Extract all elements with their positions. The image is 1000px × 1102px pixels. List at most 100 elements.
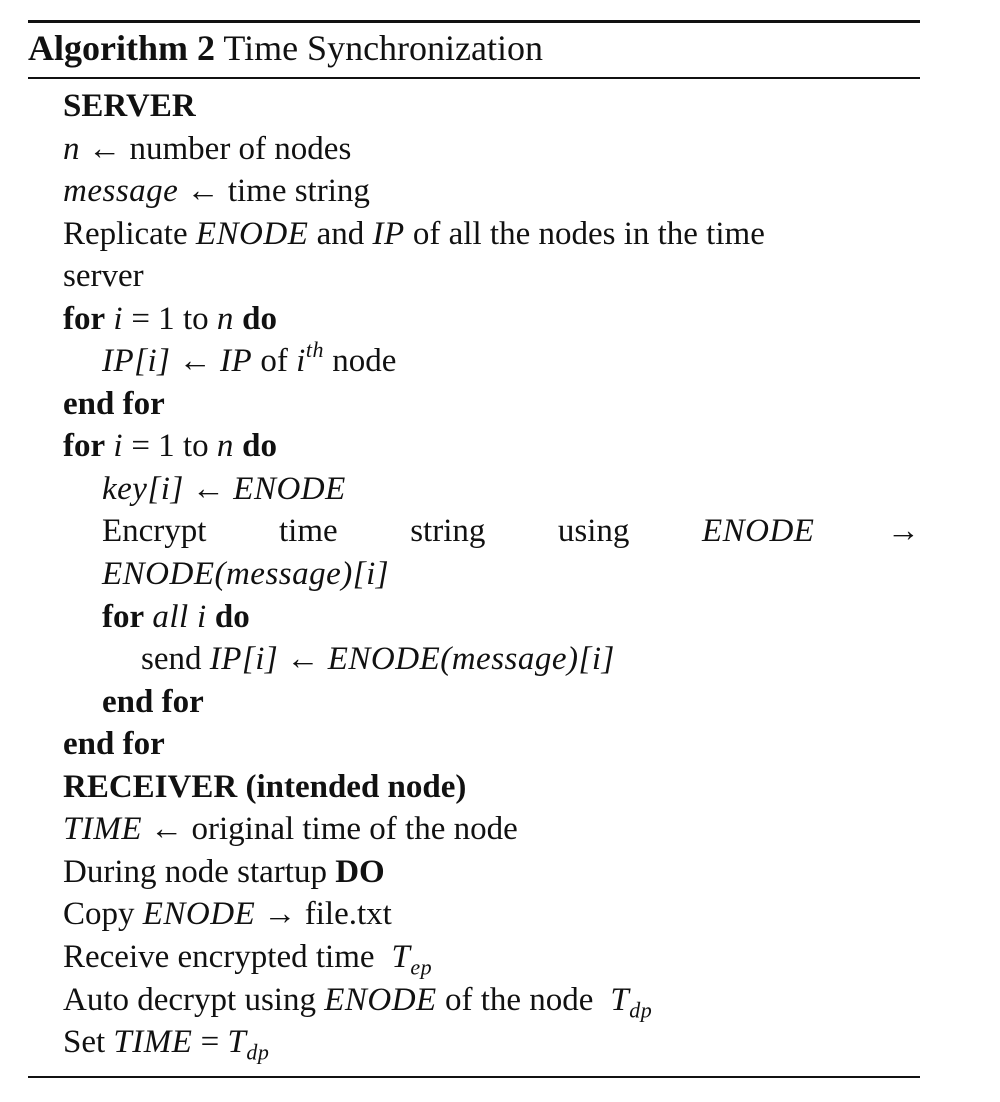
- line-key-assign: key[i] ← ENODE: [102, 468, 346, 510]
- assign-arrow: ←: [178, 343, 212, 379]
- line-for-1: for i = 1 to n do: [63, 298, 277, 340]
- bottom-rule: [28, 1076, 920, 1078]
- text-to: to: [182, 301, 209, 337]
- var-enode: ENODE: [233, 471, 346, 507]
- var-time: TIME: [113, 1024, 193, 1060]
- var-t-ep: Tep: [383, 939, 432, 978]
- word-string: string: [410, 513, 486, 549]
- text-of: of: [260, 343, 288, 379]
- text-send: send: [141, 641, 202, 677]
- var-message: message: [63, 173, 179, 209]
- assign-arrow: ←: [88, 131, 122, 167]
- text-to: to: [182, 428, 209, 464]
- algorithm-label: Algorithm 2: [28, 28, 215, 68]
- text-file: file.txt: [304, 896, 392, 932]
- line-copy: Copy ENODE → file.txt: [63, 893, 392, 935]
- text-eq-one: = 1: [131, 428, 175, 464]
- right-arrow: →: [886, 513, 920, 549]
- line-auto-decrypt: Auto decrypt using ENODE of the node Tdp: [63, 979, 652, 1021]
- text-time-string: time string: [227, 173, 370, 209]
- kw-for: for: [63, 428, 106, 464]
- text-copy: Copy: [63, 896, 135, 932]
- var-i-th: ith: [296, 339, 324, 380]
- receiver-heading: RECEIVER (intended node): [63, 769, 467, 805]
- var-ip-i: IP[i]: [209, 641, 279, 677]
- text-of-the-node: of the node: [444, 982, 594, 1018]
- line-time-assign: TIME ← original time of the node: [63, 808, 518, 850]
- caption-rule: [28, 77, 920, 79]
- var-t: T: [610, 982, 630, 1018]
- kw-do: do: [242, 428, 277, 464]
- algorithm-title: Time Synchronization: [223, 28, 544, 68]
- var-all: all: [152, 599, 189, 635]
- var-t: T: [391, 939, 411, 975]
- text-receive: Receive encrypted time: [63, 939, 375, 975]
- var-ip: IP: [372, 216, 405, 252]
- sub-dp: dp: [246, 1039, 270, 1065]
- var-i: i: [113, 428, 124, 464]
- line-send: send IP[i] ← ENODE(message)[i]: [141, 638, 615, 680]
- line-message-assign: message ← time string: [63, 170, 370, 212]
- var-t-dp: Tdp: [602, 982, 653, 1021]
- var-enode: ENODE: [142, 896, 256, 932]
- text-and: and: [316, 216, 365, 252]
- line-replicate: Replicate ENODE and IP of all the nodes …: [63, 213, 765, 255]
- line-for-all: for all i do: [102, 596, 250, 638]
- sup-th: th: [305, 337, 324, 362]
- assign-arrow: ←: [150, 811, 184, 847]
- line-encrypt-cont: ENODE(message)[i]: [102, 556, 390, 592]
- text-eq: =: [200, 1024, 220, 1060]
- top-rule: [28, 20, 920, 23]
- text-replicate-rest: of all the nodes in the time: [412, 216, 765, 252]
- kw-do: do: [214, 599, 250, 635]
- var-key-i: key[i]: [102, 471, 184, 507]
- word-encrypt: Encrypt: [102, 513, 207, 549]
- line-n-assign: n ← number of nodes: [63, 128, 351, 170]
- word-using: using: [557, 513, 630, 549]
- var-enode-message-i: ENODE(message)[i]: [327, 641, 615, 677]
- kw-for: for: [102, 599, 145, 635]
- var-time: TIME: [63, 811, 142, 847]
- text-auto-decrypt: Auto decrypt using: [63, 982, 316, 1018]
- var-n: n: [63, 131, 80, 167]
- text-original-time: original time of the node: [191, 811, 518, 847]
- line-end-for-2: end for: [63, 726, 165, 762]
- var-i: i: [113, 301, 124, 337]
- text-set: Set: [63, 1024, 106, 1060]
- assign-arrow: ←: [286, 641, 320, 677]
- line-receive: Receive encrypted time Tep: [63, 936, 432, 978]
- var-n: n: [216, 301, 234, 337]
- line-encrypt: Encrypt time string using ENODE →: [102, 510, 920, 552]
- var-i: i: [296, 343, 306, 379]
- line-set-time: Set TIME = Tdp: [63, 1021, 269, 1063]
- line-ip-assign: IP[i] ← IP of ith node: [102, 339, 397, 382]
- var-i: i: [196, 599, 207, 635]
- line-during: During node startup DO: [63, 851, 385, 893]
- kw-do: do: [242, 301, 277, 337]
- var-enode: ENODE: [195, 216, 309, 252]
- text-number-of-nodes: number of nodes: [129, 131, 352, 167]
- var-enode: ENODE: [701, 513, 815, 549]
- word-time: time: [279, 513, 338, 549]
- text-eq-one: = 1: [131, 301, 175, 337]
- var-t: T: [227, 1024, 247, 1060]
- sub-ep: ep: [410, 954, 433, 980]
- kw-do-caps: DO: [335, 854, 385, 890]
- line-replicate-cont: server: [63, 258, 144, 294]
- var-ip-i: IP[i]: [102, 343, 171, 379]
- assign-arrow: ←: [192, 471, 226, 507]
- line-for-2: for i = 1 to n do: [63, 425, 277, 467]
- text-during: During node startup: [63, 854, 327, 890]
- var-n: n: [216, 428, 234, 464]
- sub-dp: dp: [629, 997, 653, 1023]
- right-arrow: →: [263, 896, 297, 932]
- server-heading: SERVER: [63, 88, 196, 124]
- line-end-for-1: end for: [63, 386, 165, 422]
- kw-for: for: [63, 301, 106, 337]
- var-ip: IP: [220, 343, 253, 379]
- var-enode: ENODE: [324, 982, 437, 1018]
- text-node: node: [332, 343, 397, 379]
- line-end-for-inner: end for: [102, 684, 204, 720]
- text-replicate: Replicate: [63, 216, 188, 252]
- var-t-dp: Tdp: [227, 1024, 270, 1063]
